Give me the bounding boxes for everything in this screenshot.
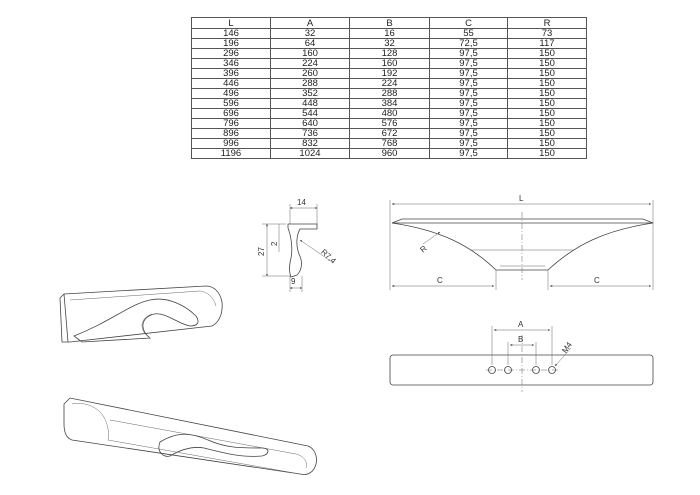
profile-outline xyxy=(287,223,318,278)
table-header-row: L A B C R xyxy=(191,17,587,29)
bottom-view: A B M4 xyxy=(389,320,654,392)
isometric-view-top xyxy=(59,285,223,343)
table-cell: 150 xyxy=(507,148,587,159)
bottom-thread-label: M4 xyxy=(560,340,574,355)
side-radius-label: R xyxy=(418,244,428,255)
profile-inner-label: 2 xyxy=(270,241,279,246)
profile-view: 14 27 2 R7,4 9 xyxy=(257,198,338,292)
hole-1 xyxy=(488,366,496,374)
hole-3 xyxy=(532,366,540,374)
side-view: L R C C xyxy=(389,194,654,290)
hole-4 xyxy=(548,366,556,374)
handle-side-outline xyxy=(391,222,654,271)
hole-2 xyxy=(504,366,512,374)
handle-top-edge xyxy=(391,218,654,224)
profile-base-label: 9 xyxy=(291,277,296,286)
isometric-view-bottom xyxy=(63,397,317,475)
bottom-a-label: A xyxy=(518,320,524,329)
side-c-left-label: C xyxy=(437,276,443,285)
bottom-b-label: B xyxy=(518,335,523,344)
profile-radius-label: R7,4 xyxy=(319,247,338,265)
side-c-right-label: C xyxy=(594,276,600,285)
profile-width-label: 14 xyxy=(297,198,306,207)
handle-bottom-outline xyxy=(389,354,654,386)
profile-height-label: 27 xyxy=(257,247,266,256)
side-length-label: L xyxy=(519,194,524,203)
